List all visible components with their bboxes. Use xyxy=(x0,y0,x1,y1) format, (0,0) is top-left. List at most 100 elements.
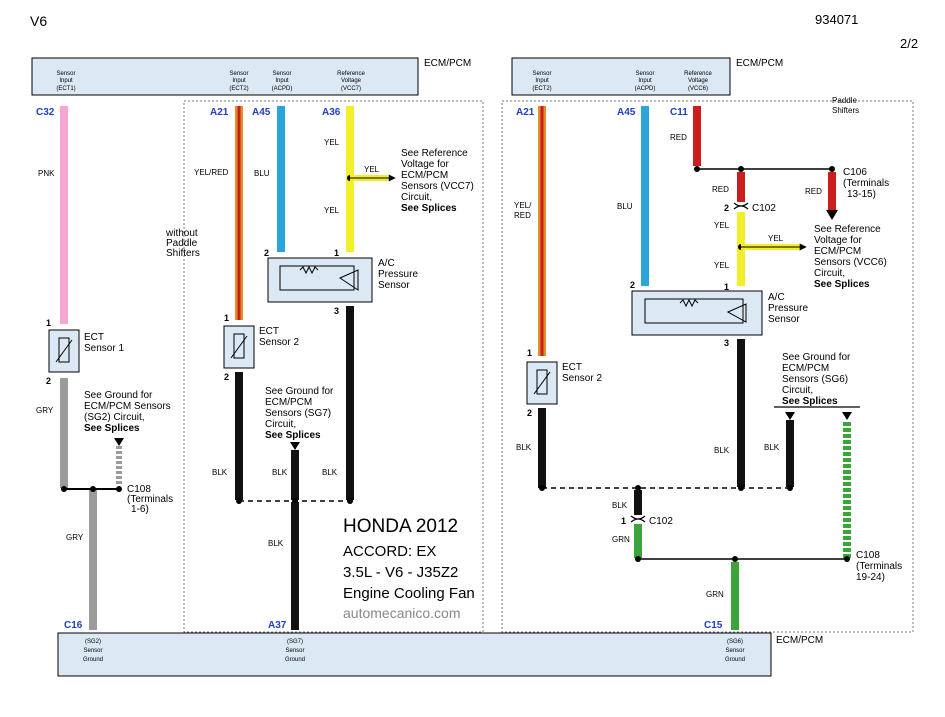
wire-label-yelred-right-1: YEL/ xyxy=(514,201,532,210)
splice-dot xyxy=(844,556,850,562)
wire-red-c11 xyxy=(693,106,701,166)
ac-pressure-sensor-left xyxy=(267,257,373,303)
ecm-right-s3-line2: Voltage xyxy=(688,78,709,84)
wire-label-blk-4: BLK xyxy=(268,539,284,548)
splice-dot xyxy=(539,485,545,491)
wire-grn-c102 xyxy=(634,524,642,558)
splice-dot xyxy=(829,166,835,172)
ecm-left-s2-line1: Sensor xyxy=(229,71,248,77)
ect2r-thermistor xyxy=(536,369,548,395)
wire-label-pnk: PNK xyxy=(38,169,55,178)
ecm-left-title: ECM/PCM xyxy=(424,58,471,69)
ecm-right-s2-line1: Sensor xyxy=(635,71,654,77)
watermark-line1: HONDA 2012 xyxy=(343,516,458,537)
wire-label-yelred-left: YEL/RED xyxy=(194,168,228,177)
ecm-left-s3-line1: Sensor xyxy=(272,71,291,77)
ecm-left-s1-line1: Sensor xyxy=(56,71,75,77)
ecm-bottom-g2-line3: Ground xyxy=(285,657,305,663)
ac-right-label-line1: A/C xyxy=(768,292,785,303)
gnd6-line1: See Ground for xyxy=(782,352,851,363)
ecm-right-s2-line2: Input xyxy=(638,78,652,84)
wire-blk-to-c102 xyxy=(634,490,642,515)
paddle-shifters-line1: Paddle xyxy=(832,96,857,105)
wire-label-grn-1: GRN xyxy=(612,535,630,544)
c102-lower-pin1: 1 xyxy=(621,516,626,526)
paddle-shifters-line2: Shifters xyxy=(832,106,859,115)
ect2l-pin2: 2 xyxy=(224,372,229,382)
ect1-label-line2: Sensor 1 xyxy=(84,343,124,354)
wire-blk-ect2-left xyxy=(235,372,243,500)
splice-dot xyxy=(236,498,242,504)
wire-label-blk-6: BLK xyxy=(714,446,730,455)
paddle-shifters-box xyxy=(501,100,914,633)
c102-lower xyxy=(630,515,646,523)
c106-line2: (Terminals xyxy=(843,178,889,189)
ecm-left-s4-line2: Voltage xyxy=(341,78,362,84)
wire-grn-c15 xyxy=(731,562,739,630)
wire-gry-upper xyxy=(60,378,68,488)
splice-dot xyxy=(347,498,353,504)
ecm-bottom-g3-line2: Sensor xyxy=(725,648,744,654)
ecm-right-title: ECM/PCM xyxy=(736,58,783,69)
ecm-bottom-box xyxy=(57,632,772,677)
wire-label-red-3: RED xyxy=(805,187,822,196)
ect2-slash xyxy=(230,335,248,359)
c106-line3: 13-15) xyxy=(847,189,876,200)
wire-label-red-2: RED xyxy=(712,185,729,194)
pin-c16: C16 xyxy=(64,620,83,631)
ac-right-pin2: 2 xyxy=(630,280,635,290)
ecm-right-s1-line3: (ECT2) xyxy=(532,86,551,92)
ac-left-label-line3: Sensor xyxy=(378,280,410,291)
splice-dot xyxy=(738,166,744,172)
ecm-bottom-g1-line2: Sensor xyxy=(83,648,102,654)
ect2r-label-line2: Sensor 2 xyxy=(562,373,602,384)
without-paddle-box xyxy=(183,100,484,633)
ect2r-pin1: 1 xyxy=(527,348,532,358)
gnd7-line5: See Splices xyxy=(265,430,321,441)
gnd6-line2: ECM/PCM xyxy=(782,363,829,374)
ecm-left-s1-line2: Input xyxy=(59,78,73,84)
wire-red-to-c102 xyxy=(737,172,745,202)
ect1-slash xyxy=(55,339,73,363)
watermark-line4: Engine Cooling Fan xyxy=(343,585,475,602)
ref7-line2: Voltage for xyxy=(401,159,449,170)
ect1-pin1: 1 xyxy=(46,318,51,328)
ecm-left-s2-line2: Input xyxy=(232,78,246,84)
wire-label-yel-right-1: YEL xyxy=(714,221,730,230)
ecm-left-s4-line3: (VCC7) xyxy=(341,86,361,92)
ecm-left-s3-line2: Input xyxy=(275,78,289,84)
ecm-bottom-g3-line3: Ground xyxy=(725,657,745,663)
ac-pressure-sensor-right xyxy=(631,290,763,336)
ref7-line6: See Splices xyxy=(401,203,457,214)
wire-label-blu-left: BLU xyxy=(254,169,270,178)
wire-blu-right xyxy=(641,106,649,286)
wire-label-red-1: RED xyxy=(670,133,687,142)
c102-lower-label: C102 xyxy=(649,516,673,527)
ac-right-resistor xyxy=(679,298,699,308)
ac-right-pin3: 3 xyxy=(724,338,729,348)
pin-a45-right: A45 xyxy=(617,107,636,118)
page-number: 2/2 xyxy=(900,36,918,51)
ecm-bottom-g1-line3: Ground xyxy=(83,657,103,663)
wire-blk-sg7-down xyxy=(291,502,299,630)
ac-right-inner xyxy=(644,298,744,324)
ref6-line1: See Reference xyxy=(814,224,881,235)
ac-left-amp xyxy=(338,269,359,291)
ecm-bottom-title: ECM/PCM xyxy=(776,635,823,646)
gnd2-line4: See Splices xyxy=(84,423,140,434)
gnd6-line4: Circuit, xyxy=(782,385,813,396)
pin-c15: C15 xyxy=(704,620,723,631)
wire-label-gry-lower: GRY xyxy=(66,533,84,542)
ecm-right-s3-line3: (VCC6) xyxy=(688,86,708,92)
ref6-line6: See Splices xyxy=(814,279,870,290)
wire-blk-ect2-right xyxy=(538,408,546,488)
pin-c32: C32 xyxy=(36,107,55,118)
wire-label-blk-1: BLK xyxy=(212,468,228,477)
ecm-left-box xyxy=(31,57,419,96)
ac-right-label-line2: Pressure xyxy=(768,303,808,314)
c102-upper xyxy=(733,202,749,210)
pin-a37: A37 xyxy=(268,620,287,631)
ecm-right-s2-line3: (ACPD) xyxy=(635,86,656,92)
ecm-bottom-g3-line1: (SG6) xyxy=(727,639,743,645)
